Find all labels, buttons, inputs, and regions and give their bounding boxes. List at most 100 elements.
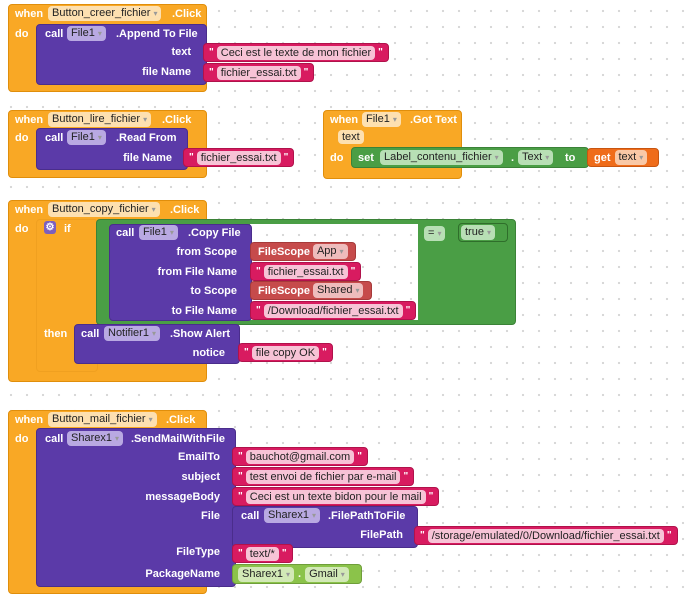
quote: " [189, 152, 194, 163]
string-value[interactable]: /storage/emulated/0/Download/fichier_ess… [427, 528, 664, 543]
to-label: to [565, 152, 576, 164]
string-value[interactable]: file copy OK [251, 345, 320, 360]
true-block[interactable]: true▾ [458, 223, 508, 242]
component-dropdown[interactable]: Button_lire_fichier▾ [48, 112, 152, 127]
string-value[interactable]: Ceci est un texte bidon pour le mail [245, 489, 426, 504]
chevron-down-icon: ▾ [494, 153, 499, 162]
param-label: from Scope [176, 246, 237, 258]
string-value[interactable]: fichier_essai.txt [216, 65, 301, 80]
method-label: .Show Alert [170, 328, 231, 340]
chevron-down-icon: ▾ [339, 247, 344, 256]
when-label: when [330, 114, 359, 126]
event-label: .Click [162, 114, 192, 126]
chevron-down-icon: ▾ [486, 228, 491, 237]
param-label: from File Name [157, 266, 237, 278]
call-file-append-block[interactable] [36, 24, 207, 85]
quote: " [238, 451, 243, 462]
chevron-down-icon: ▾ [340, 569, 345, 579]
notifier-dropdown[interactable]: Notifier1▾ [104, 326, 160, 341]
chevron-down-icon: ▾ [143, 115, 148, 124]
param-label: PackageName [145, 568, 220, 580]
obj-name: Sharex1 [71, 432, 112, 444]
subject-string-block[interactable]: "test envoi de fichier par e-mail" [232, 467, 415, 486]
body-string-block[interactable]: "Ceci est un texte bidon pour le mail" [232, 487, 440, 506]
property-dropdown[interactable]: Text▾ [518, 150, 554, 165]
operator-dropdown[interactable]: =▾ [424, 226, 446, 241]
string-value[interactable]: text/* [245, 546, 279, 561]
component-name: Button_copy_fichier [52, 203, 149, 215]
quote: " [322, 347, 327, 358]
param-label: file Name [142, 66, 191, 78]
to-filename-string-block[interactable]: "/Download/fichier_essai.txt" [250, 301, 417, 320]
component-dropdown[interactable]: File1▾ [362, 112, 401, 127]
filename-string-block[interactable]: "fichier_essai.txt" [183, 148, 295, 167]
call-sharex-filepathtofile-block[interactable] [232, 506, 418, 548]
notice-string-block[interactable]: "file copy OK" [238, 343, 333, 362]
gear-icon[interactable]: ⚙ [44, 221, 56, 234]
event-param[interactable]: text [338, 130, 364, 144]
obj-name: File1 [143, 226, 167, 238]
call-label: call [116, 227, 135, 239]
call-file-readfrom-block[interactable] [36, 128, 188, 170]
chevron-down-icon: ▾ [545, 153, 550, 162]
file-dropdown[interactable]: File1▾ [139, 225, 178, 240]
do-label: do [15, 28, 29, 40]
method-label: .FilePathToFile [328, 510, 406, 522]
sharex-dropdown[interactable]: Sharex1▾ [67, 431, 123, 446]
string-value[interactable]: fichier_essai.txt [196, 150, 281, 165]
when-label: when [15, 204, 44, 216]
quote: " [244, 347, 249, 358]
param-label: EmailTo [178, 451, 220, 463]
quote: " [405, 305, 411, 316]
filepath-string-block[interactable]: "/storage/emulated/0/Download/fichier_es… [414, 526, 678, 545]
quote: " [378, 47, 383, 58]
when-label: when [15, 8, 44, 20]
quote: " [666, 530, 672, 541]
call-label: call [45, 28, 64, 40]
string-value[interactable]: Ceci est le texte de mon fichier [216, 45, 376, 60]
filetype-string-block[interactable]: "text/*" [232, 544, 293, 563]
chevron-down-icon: ▾ [153, 9, 158, 18]
package-name-block[interactable]: Sharex1▾.Gmail▾ [232, 564, 362, 584]
email-string-block[interactable]: "bauchot@gmail.com" [232, 447, 368, 466]
file-dropdown[interactable]: File1▾ [67, 130, 106, 145]
quote: " [428, 491, 434, 502]
filescope-label: FileScope [258, 284, 310, 297]
file-dropdown[interactable]: File1▾ [67, 26, 106, 41]
event-label: .Got Text [410, 114, 457, 126]
target-dropdown[interactable]: Label_contenu_fichier▾ [380, 150, 503, 165]
chevron-down-icon: ▾ [97, 29, 102, 38]
text-string-block[interactable]: "Ceci est le texte de mon fichier" [203, 43, 389, 62]
param-name: text [338, 130, 364, 144]
dot-label: . [511, 152, 515, 164]
chevron-down-icon: ▾ [169, 228, 174, 237]
string-value[interactable]: fichier_essai.txt [263, 264, 348, 279]
filename-string-block[interactable]: "fichier_essai.txt" [203, 63, 315, 82]
string-value[interactable]: test envoi de fichier par e-mail [245, 469, 401, 484]
chevron-down-icon: ▾ [355, 286, 360, 295]
event-label: .Click [166, 414, 196, 426]
method-label: .Copy File [188, 227, 241, 239]
filescope-label: FileScope [258, 245, 310, 258]
sharex-dropdown[interactable]: Sharex1▾ [264, 508, 320, 523]
param-label: notice [192, 347, 225, 359]
obj-name: File1 [71, 27, 95, 39]
component-dropdown[interactable]: Button_creer_fichier▾ [48, 6, 162, 21]
quote: " [256, 266, 261, 277]
from-filename-string-block[interactable]: "fichier_essai.txt" [250, 262, 362, 281]
param-label: File [201, 510, 220, 522]
chevron-down-icon: ▾ [311, 511, 316, 520]
string-value[interactable]: bauchot@gmail.com [245, 449, 355, 464]
chevron-down-icon: ▾ [285, 569, 290, 579]
call-file-copyfile-block[interactable] [109, 224, 252, 321]
component-dropdown[interactable]: Button_copy_fichier▾ [48, 202, 160, 217]
call-label: call [241, 510, 260, 522]
component-dropdown[interactable]: Button_mail_fichier▾ [48, 412, 157, 427]
param-label: text [171, 46, 191, 58]
string-value[interactable]: /Download/fichier_essai.txt [263, 303, 403, 318]
chevron-down-icon: ▾ [392, 115, 397, 124]
quote: " [350, 266, 356, 277]
